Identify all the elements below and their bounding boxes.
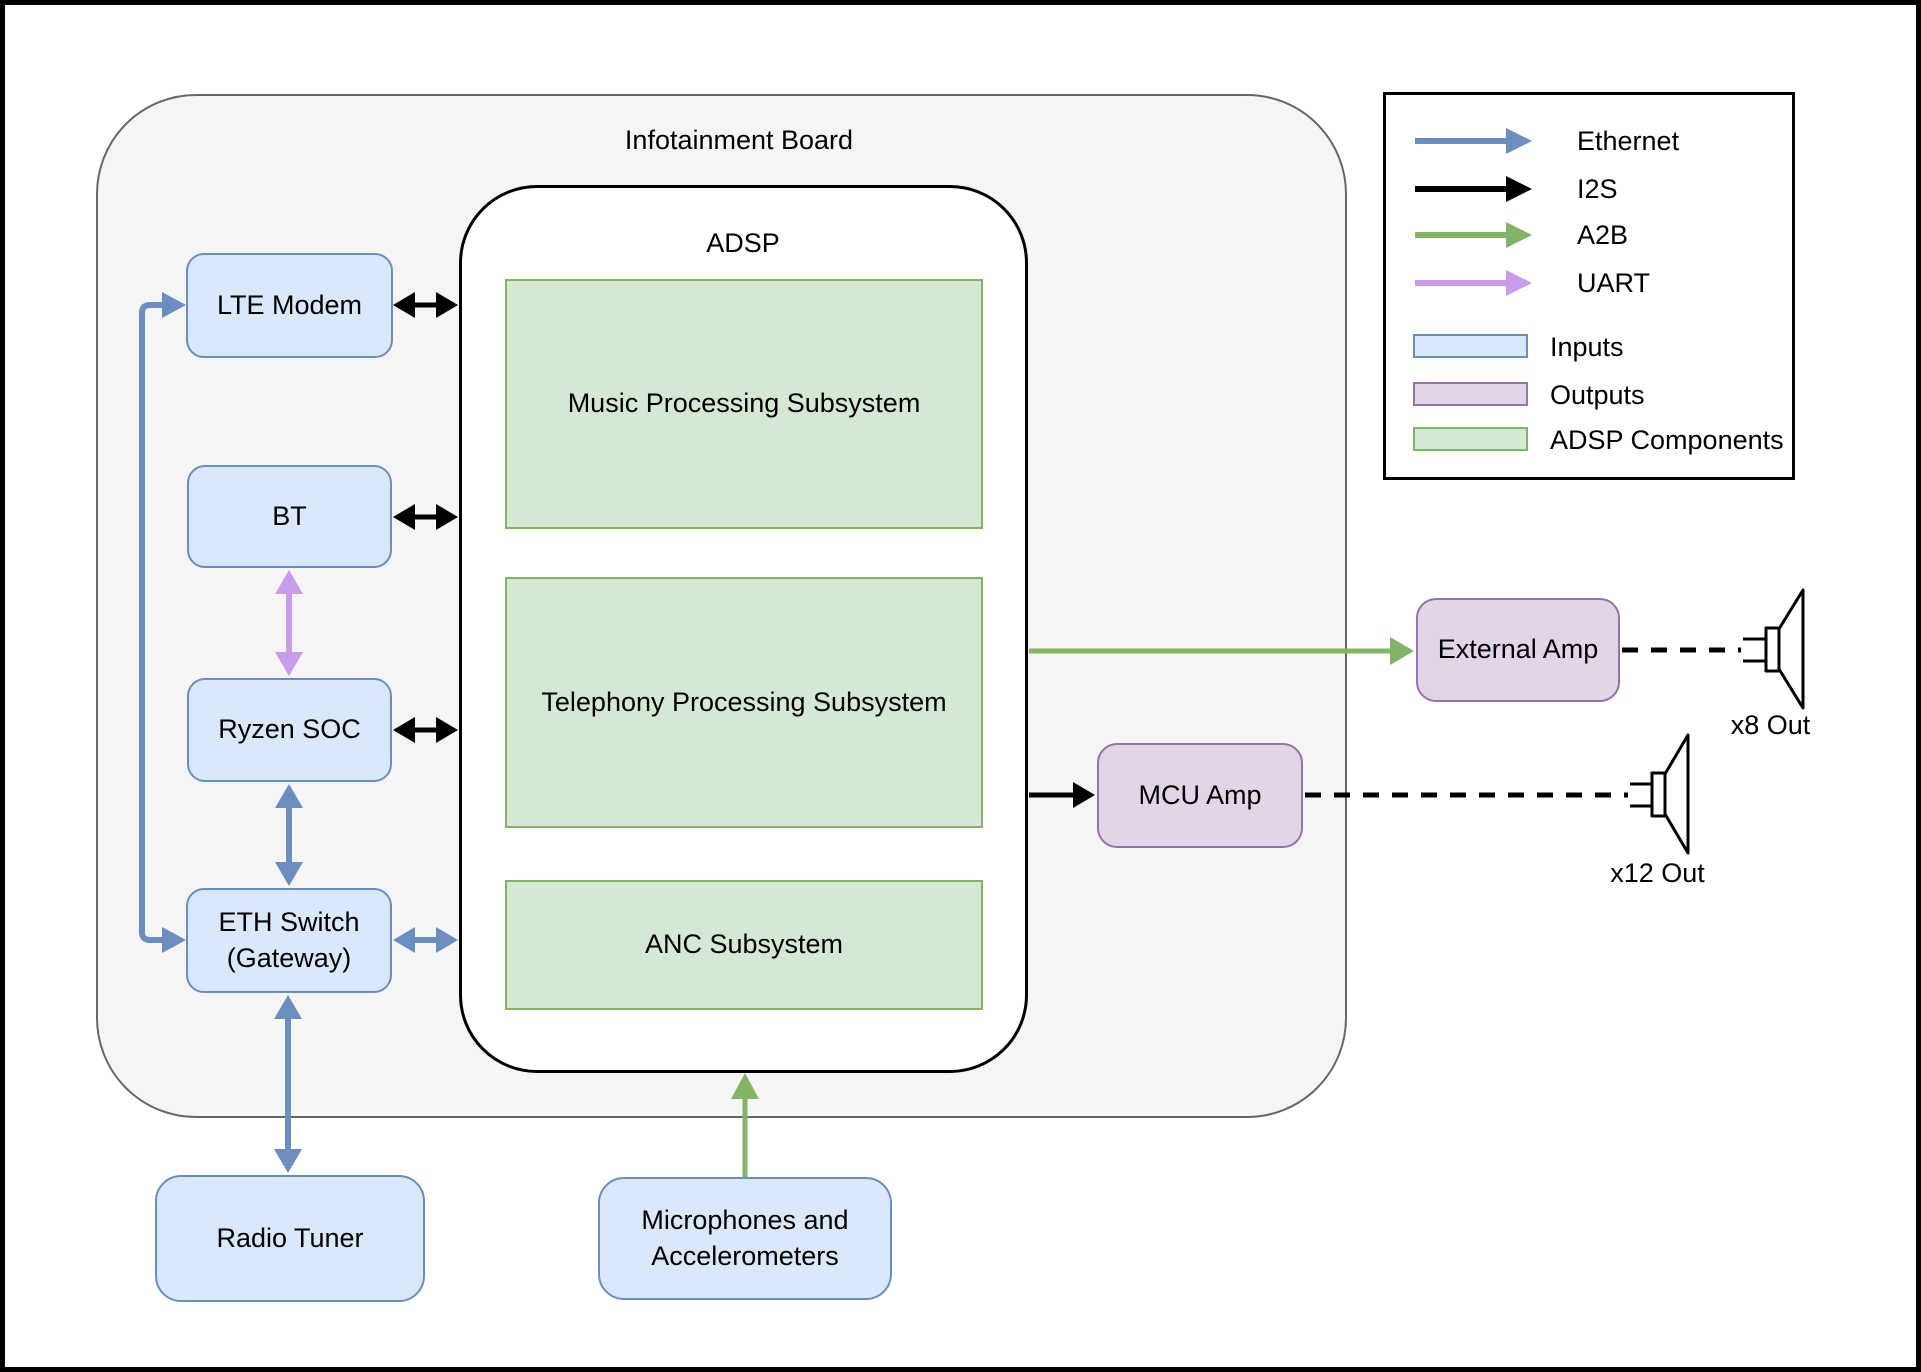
node-telephony-processing-subsystem: Telephony Processing Subsystem [505, 577, 983, 828]
legend-label-a2b: A2B [1577, 219, 1629, 250]
adsp-title: ADSP [706, 228, 780, 258]
node-lte-modem: LTE Modem [186, 253, 393, 358]
legend-label-i2s: I2S [1577, 173, 1618, 204]
legend-row-ethernet: Ethernet [1413, 126, 1679, 156]
adsp-components-swatch [1413, 427, 1528, 451]
node-mcu-amp: MCU Amp [1097, 743, 1303, 848]
node-microphones-accelerometers: Microphones and Accelerometers [598, 1177, 892, 1300]
node-label-line2: Accelerometers [651, 1240, 839, 1271]
legend-row-a2b: A2B [1413, 220, 1628, 250]
legend-label-uart: UART [1577, 267, 1651, 298]
node-eth-switch-gateway: ETH Switch (Gateway) [186, 888, 392, 993]
node-label: Radio Tuner [216, 1222, 364, 1253]
legend-label-ethernet: Ethernet [1577, 125, 1680, 156]
outputs-swatch [1413, 382, 1528, 406]
node-radio-tuner: Radio Tuner [155, 1175, 425, 1302]
node-label: MCU Amp [1138, 779, 1262, 810]
legend-label-outputs: Outputs [1550, 380, 1645, 410]
legend: Ethernet I2S A2B UART Inputs Ou [1383, 92, 1795, 480]
node-anc-subsystem: ANC Subsystem [505, 880, 983, 1010]
node-label: Ryzen SOC [218, 714, 361, 745]
x12-out-label: x12 Out [1610, 858, 1705, 888]
node-label: BT [272, 500, 307, 531]
legend-label-adsp-components: ADSP Components [1550, 425, 1784, 455]
legend-label-inputs: Inputs [1550, 332, 1624, 362]
legend-row-uart: UART [1413, 268, 1650, 298]
node-label: Music Processing Subsystem [567, 388, 921, 419]
node-label: Telephony Processing Subsystem [541, 686, 947, 717]
node-label: External Amp [1437, 634, 1599, 665]
node-label-line1: ETH Switch [218, 907, 360, 938]
inputs-swatch [1413, 334, 1528, 358]
node-label-line2: (Gateway) [226, 942, 352, 973]
a2b-arrow-icon [1415, 222, 1532, 248]
node-label: ANC Subsystem [644, 929, 844, 960]
node-ryzen-soc: Ryzen SOC [187, 678, 392, 782]
infotainment-board-title: Infotainment Board [624, 125, 854, 155]
ethernet-arrow-icon [1415, 128, 1532, 154]
node-label-line1: Microphones and [641, 1205, 849, 1236]
uart-arrow-icon [1415, 270, 1532, 296]
legend-row-i2s: I2S [1413, 174, 1618, 204]
node-external-amp: External Amp [1416, 598, 1620, 702]
node-music-processing-subsystem: Music Processing Subsystem [505, 279, 983, 529]
i2s-arrow-icon [1415, 176, 1532, 202]
node-label: LTE Modem [216, 289, 363, 320]
x8-out-label: x8 Out [1730, 710, 1811, 740]
node-bt: BT [187, 465, 392, 568]
